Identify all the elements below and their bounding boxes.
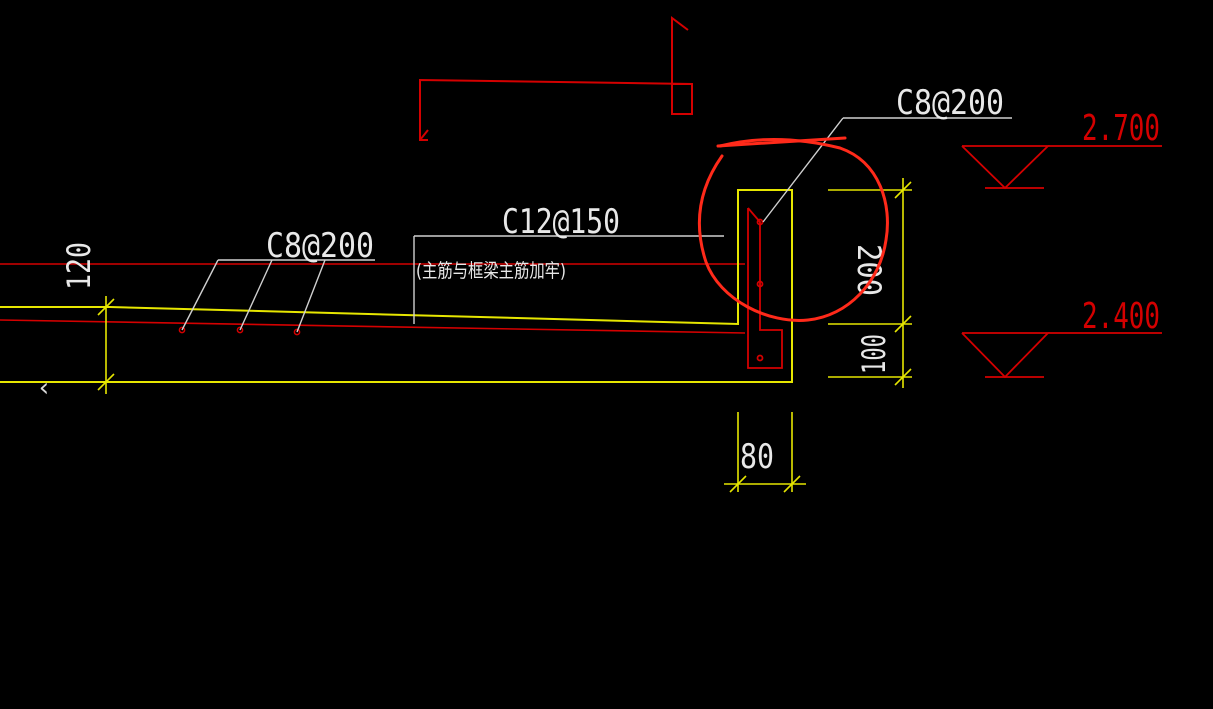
- section-cut-marker: [419, 16, 693, 141]
- slab-rebar-lines: [0, 263, 746, 334]
- chevron-left-icon[interactable]: ‹: [38, 373, 50, 403]
- anchor-note: (主筋与框梁主筋加牢): [416, 260, 566, 282]
- upturn-rebar: [747, 207, 783, 369]
- wall-width-dim: 80: [740, 437, 774, 477]
- top-rebar-label: C12@150: [502, 202, 620, 242]
- bottom-rebar-dots: [178, 326, 301, 336]
- upturn-height-dim: 200: [850, 244, 888, 296]
- dimension-lines: [97, 178, 912, 493]
- slab-rebar-label: C8@200: [266, 226, 374, 266]
- elevation-lower-label: 2.400: [1082, 296, 1160, 337]
- elevation-upper-label: 2.700: [1082, 108, 1160, 149]
- elevation-marker-upper: [961, 145, 1162, 190]
- leader-lines: [181, 117, 1012, 333]
- lower-height-dim: 100: [855, 334, 893, 374]
- slab-thickness-dim: 120: [60, 242, 98, 290]
- elevation-marker-lower: [961, 332, 1162, 379]
- highlight-circle: [697, 136, 889, 322]
- stirrup-label: C8@200: [896, 83, 1004, 123]
- slab-outline: [0, 189, 793, 383]
